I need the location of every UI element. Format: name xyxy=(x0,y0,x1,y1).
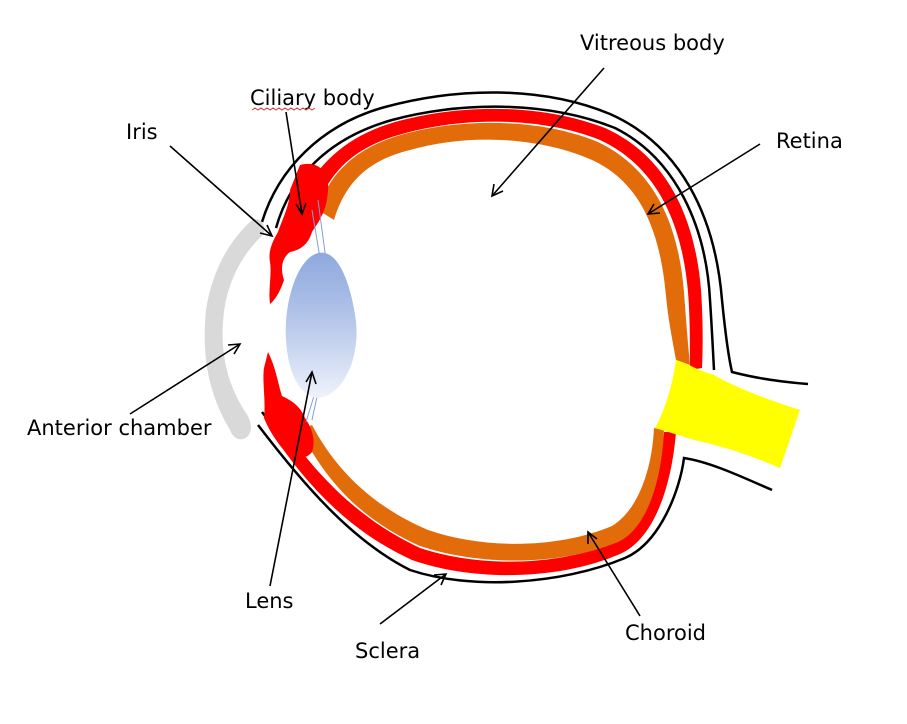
sclera-inner-upper xyxy=(274,105,716,371)
zonule-fibres-upper xyxy=(311,199,327,261)
sclera-outer-upper xyxy=(260,91,809,386)
arrow-vitreous-body xyxy=(490,67,605,198)
retina-lower[interactable] xyxy=(300,425,664,561)
ciliary-body-iris-upper[interactable] xyxy=(269,163,329,304)
label-retina: Retina xyxy=(776,129,843,153)
optic-nerve[interactable] xyxy=(655,360,800,468)
cornea[interactable] xyxy=(204,219,265,440)
arrow-choroid xyxy=(587,530,641,617)
spellcheck-underline xyxy=(251,107,316,111)
label-choroid: Choroid xyxy=(625,621,706,645)
label-ciliary-body: Ciliary body xyxy=(250,86,375,110)
label-lens: Lens xyxy=(245,589,294,613)
label-sclera: Sclera xyxy=(355,639,420,663)
sclera-outer-lower xyxy=(257,424,773,584)
arrow-lens xyxy=(269,370,317,587)
choroid-upper[interactable] xyxy=(300,108,703,371)
arrow-anterior-chamber xyxy=(129,343,242,415)
arrow-sclera xyxy=(379,573,448,625)
label-anterior-chamber: Anterior chamber xyxy=(27,416,212,440)
lens[interactable] xyxy=(285,252,357,398)
arrow-retina xyxy=(646,143,761,215)
label-vitreous-body: Vitreous body xyxy=(580,31,725,55)
label-iris: Iris xyxy=(126,120,158,144)
arrow-ciliary-body xyxy=(285,111,307,216)
arrow-iris xyxy=(169,145,274,238)
